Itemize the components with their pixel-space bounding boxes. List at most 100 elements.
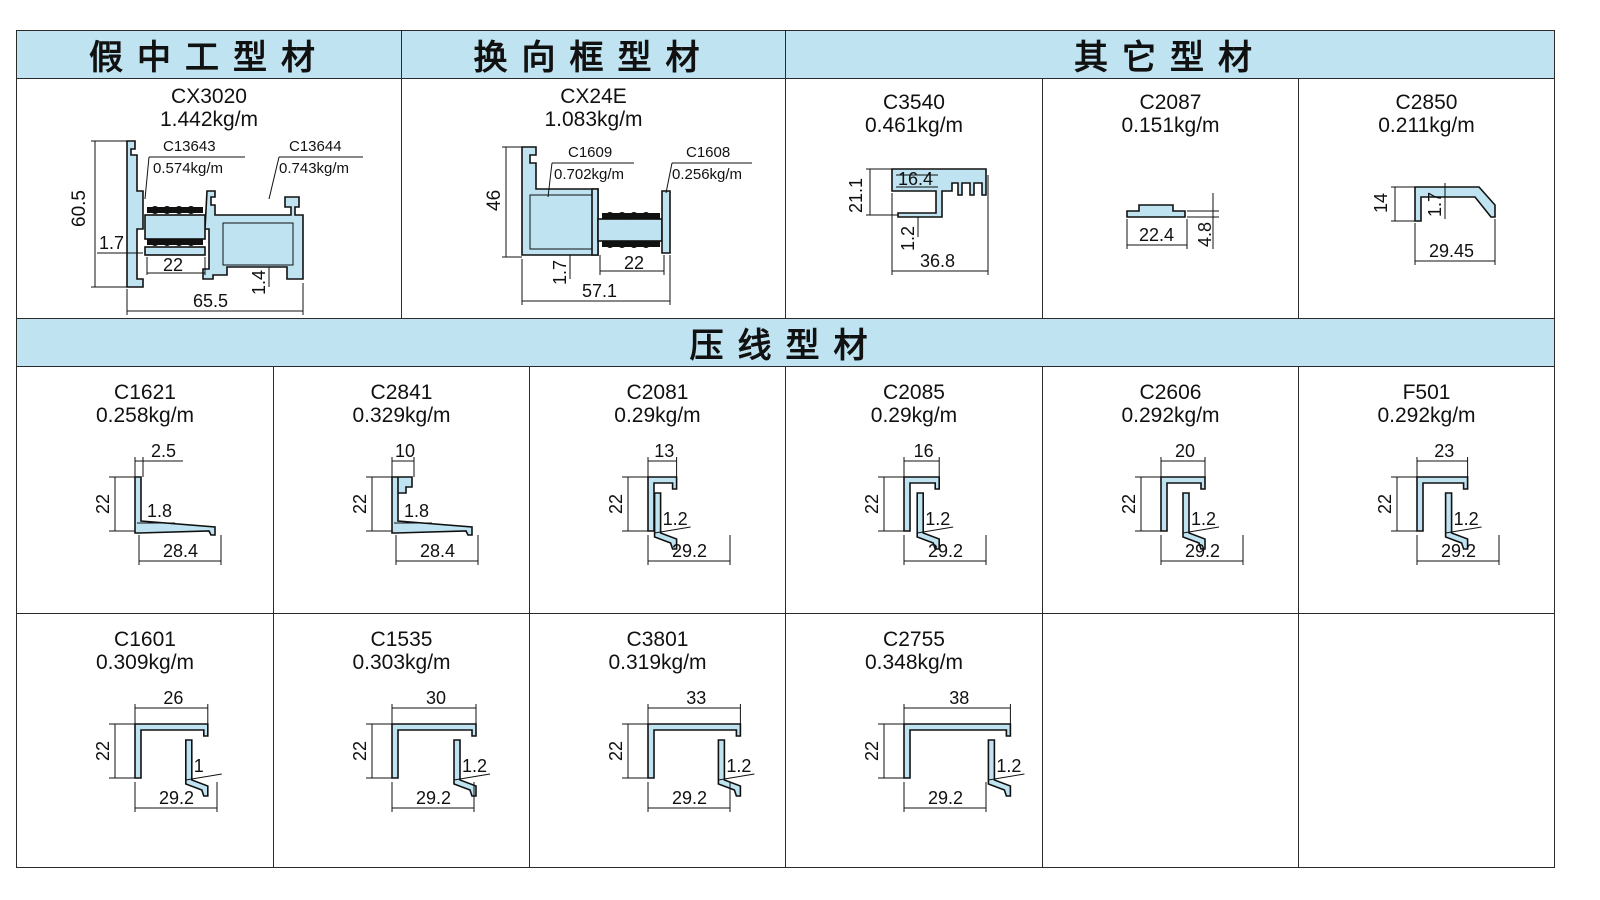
profile-catalog-sheet: 假中工型材 换向框型材 其它型材 CX3020 1.442kg/m C13643 [16, 30, 1586, 898]
dim-top: 23 [1434, 441, 1454, 461]
profile-shape [134, 476, 216, 536]
dim-top: 2.5 [151, 441, 176, 461]
header-fake-middle-label: 假中工型材 [89, 38, 329, 78]
profile-weight: 0.151kg/m [1121, 114, 1220, 137]
header-reverse-frame: 换向框型材 [401, 30, 786, 79]
profile-code: C1601 [114, 628, 176, 651]
dim-b: 22 [163, 255, 183, 275]
dim-width: 29.2 [159, 788, 194, 808]
profile-shape [1416, 476, 1469, 550]
dim-thickness: 1.8 [404, 501, 429, 521]
dim-height: 22 [862, 741, 882, 761]
sub2-weight: 0.743kg/m [279, 160, 349, 177]
cell-c3540: C3540 0.461kg/m 16.4 21.1 1.2 36.8 [785, 78, 1043, 319]
dim-height: 22 [606, 741, 626, 761]
dim-width: 29.45 [1429, 241, 1474, 261]
profile-shape [391, 723, 477, 797]
empty-cell [1298, 613, 1555, 868]
dim-top: 20 [1175, 441, 1195, 461]
profile-shape [903, 476, 940, 550]
profile-shape [647, 723, 742, 797]
bead-profile-drawing: 38 22 1.2 29.2 [862, 688, 1025, 812]
dim-height: 21.1 [846, 178, 866, 213]
dim-height: 22 [606, 494, 626, 514]
dim-thickness: 1.2 [1454, 509, 1479, 529]
dim-height: 22 [93, 494, 113, 514]
profile-shape [1160, 476, 1206, 550]
profile-weight: 0.461kg/m [864, 114, 964, 137]
dim-height: 14 [1371, 193, 1391, 213]
profile-code: C3801 [626, 628, 689, 651]
dim-top: 30 [426, 688, 446, 708]
sub2-weight: 0.256kg/m [672, 166, 742, 183]
profile-code: CX24E [560, 85, 627, 108]
dim-a: 1.7 [1425, 192, 1445, 217]
dim-top: 33 [686, 688, 706, 708]
cell-cx24e: CX24E 1.083kg/m C1609 0.702kg/m C1608 0.… [401, 78, 786, 319]
header-reverse-frame-label: 换向框型材 [473, 38, 714, 78]
dim-height: 22 [350, 494, 370, 514]
dim-width: 29.2 [672, 541, 707, 561]
dim-width: 28.4 [420, 541, 455, 561]
dim-b: 22 [624, 253, 644, 273]
profile-shape [134, 723, 209, 797]
dim-top: 10 [395, 441, 415, 461]
header-others: 其它型材 [785, 30, 1555, 79]
sub2-code: C1608 [686, 144, 730, 161]
profile-code: C2087 [1139, 91, 1202, 114]
dim-width: 29.2 [928, 788, 963, 808]
profile-shape [903, 723, 1012, 797]
dim-a: 1.7 [550, 260, 570, 285]
dim-width: 29.2 [1441, 541, 1476, 561]
dim-width: 57.1 [582, 281, 617, 301]
profile-code: C1621 [114, 381, 176, 404]
dim-height: 22 [1119, 494, 1139, 514]
cx24e-drawing: C1609 0.702kg/m C1608 0.256kg/m 46 1.7 2… [484, 144, 752, 305]
header-others-label: 其它型材 [1074, 38, 1266, 78]
dim-top: 16 [914, 441, 934, 461]
profile-weight: 0.211kg/m [1378, 114, 1475, 137]
dim-thickness: 1.8 [147, 501, 172, 521]
dim-height: 22 [862, 494, 882, 514]
profile-weight: 0.319kg/m [608, 651, 707, 674]
dim-thickness: 1.2 [925, 509, 950, 529]
profile-weight: 0.303kg/m [352, 651, 451, 674]
profile-weight: 0.29kg/m [870, 404, 958, 427]
profile-code: C3540 [883, 91, 945, 114]
dim-width: 29.2 [416, 788, 451, 808]
c2087-drawing: 22.4 4.8 [1126, 193, 1219, 249]
dim-width: 22.4 [1139, 225, 1174, 245]
dim-thickness: 1.2 [726, 756, 751, 776]
dim-top: 38 [949, 688, 969, 708]
profile-code: C2850 [1395, 91, 1458, 114]
dim-b: 1.2 [898, 226, 918, 251]
dim-a: 1.7 [99, 233, 124, 253]
profile-weight: 0.329kg/m [352, 404, 451, 427]
dim-height: 22 [93, 741, 113, 761]
profile-code: C2841 [370, 381, 433, 404]
c3540-drawing: 16.4 21.1 1.2 36.8 [846, 168, 989, 275]
sub1-weight: 0.574kg/m [153, 160, 223, 177]
header-bead-label: 压线型材 [689, 326, 882, 366]
profile-code: C1535 [370, 628, 433, 651]
dim-thickness: 1.2 [996, 756, 1021, 776]
dim-thickness: 1.2 [1191, 509, 1216, 529]
dim-a: 16.4 [898, 169, 933, 189]
profile-weight: 0.348kg/m [864, 651, 964, 674]
profile-shape [647, 476, 678, 550]
dim-height: 60.5 [69, 190, 90, 227]
profile-code: C2085 [883, 381, 945, 404]
